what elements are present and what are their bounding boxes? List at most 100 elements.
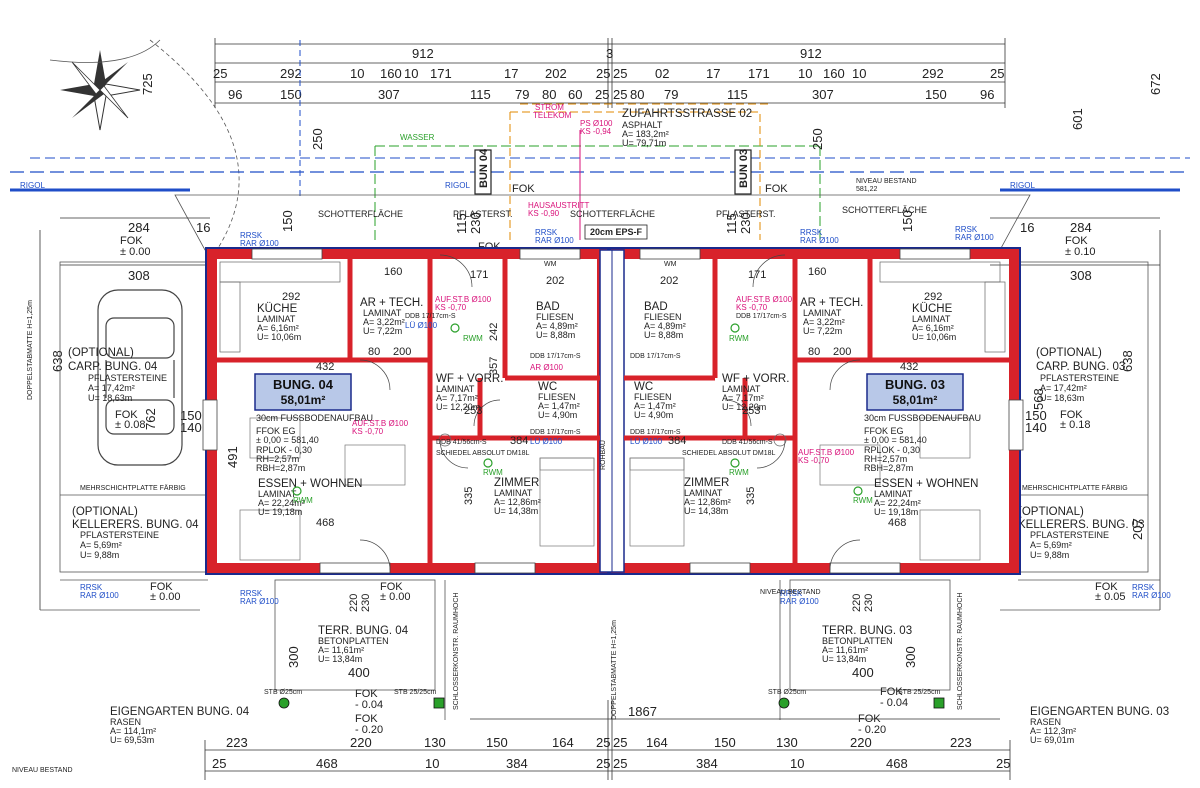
fok-b7-val: - 0.20 — [858, 724, 886, 736]
unit-03-badge: BUNG. 03 58,01m² — [866, 373, 964, 411]
dim-left-284: 284 — [128, 220, 150, 235]
utility-lines — [10, 40, 1190, 240]
rwm-1: RWM — [463, 334, 483, 343]
fok-top-right-val: ± 0.10 — [1065, 246, 1096, 258]
street-hausaustritt: HAUSAUSTRITT — [528, 201, 589, 210]
keller-03-floor: PFLASTERSTEINE — [1030, 530, 1109, 540]
room-wf-04-a: A= 7,17m² — [436, 393, 478, 403]
dim-171-r: 171 — [748, 269, 766, 281]
fok-carport-l: FOK — [115, 409, 138, 421]
room-bad-03-u: U= 8,88m — [644, 330, 683, 340]
badge-04-title: BUNG. 04 — [273, 377, 334, 392]
dim-292-l: 292 — [282, 291, 300, 303]
dim: 02 — [655, 66, 669, 81]
ks-3: KS -0,70 — [736, 303, 768, 312]
rbh-04: RBH=2,87m — [256, 463, 305, 473]
fok-b5-val: - 0.04 — [355, 699, 383, 711]
dim: 17 — [504, 66, 518, 81]
dim-right-140: 140 — [1025, 420, 1047, 435]
dim: 25 — [595, 87, 609, 102]
dim-center-115-l: 115 — [454, 213, 469, 234]
dim-right-207: 207 — [1130, 518, 1145, 540]
terr-04-u: U= 13,84m — [318, 654, 362, 664]
label-rigol-center: RIGOL — [445, 181, 470, 190]
dim-432-l: 432 — [316, 361, 334, 373]
dim: 25 — [596, 735, 610, 750]
stb-marker-3 — [778, 697, 790, 709]
dim-468-r: 468 — [888, 517, 906, 529]
carport-04-floor: PFLASTERSTEINE — [88, 373, 167, 383]
rar-b3: RAR Ø100 — [1132, 591, 1171, 600]
room-wc-04-a: A= 1,47m² — [538, 401, 580, 411]
stb-label-2: STB 25/25cm — [394, 689, 437, 696]
aufstb-1: AUF.ST.B Ø100 — [435, 295, 492, 304]
dim: 25 — [212, 756, 226, 771]
street-perimeter: U= 79,71m — [622, 138, 666, 148]
dim-160-l: 160 — [384, 266, 402, 278]
room-essen-03-u: U= 19,18m — [874, 507, 918, 517]
room-ar-03-u: U= 7,22m — [803, 326, 842, 336]
dim: 292 — [922, 66, 944, 81]
rwm-5: RWM — [293, 496, 313, 505]
label-schotter-center: SCHOTTERFLÄCHE — [570, 209, 655, 219]
dim-center-115-r: 115 — [724, 213, 739, 234]
ddb-8: DDB 41/56cm-S — [722, 439, 773, 446]
dim: 171 — [430, 66, 452, 81]
dim: 80 — [542, 87, 556, 102]
ffok-04: FFOK EG — [256, 426, 296, 436]
ffok-04-val: ± 0,00 = 581,40 — [256, 435, 319, 445]
room-bad-04-floor: FLIESEN — [536, 312, 574, 322]
room-kueche-04-floor: LAMINAT — [257, 314, 296, 324]
rar-top-c2: RAR Ø100 — [800, 236, 839, 245]
terr-04-name: TERR. BUNG. 04 — [318, 625, 409, 637]
interior-dims: 292 160 171 202 432 253 384 468 335 80 2… — [282, 266, 942, 529]
bun-04-marker: BUN 04 — [474, 148, 492, 195]
dim: 10 — [852, 66, 866, 81]
dim: 25 — [613, 87, 627, 102]
unit-04-badge: BUNG. 04 58,01m² — [254, 373, 352, 411]
stb-marker-4 — [933, 697, 945, 709]
ddb-6: DDB 17/17cm-S — [630, 353, 681, 360]
garten-03-u: U= 69,01m — [1030, 735, 1074, 745]
car-icon — [97, 289, 183, 466]
dim-left-725: 725 — [140, 73, 155, 95]
ddb-4: DDB 41/56cm-S — [436, 439, 487, 446]
dim: 96 — [228, 87, 242, 102]
keller-03-name: KELLERERS. BUNG. 03 — [1018, 519, 1145, 531]
terraces — [274, 579, 951, 720]
carport-04-area: A= 17,42m² — [88, 383, 135, 393]
ddb-5: DDB 17/17cm-S — [736, 313, 787, 320]
rwm-markers: RWM RWM RWM RWM RWM RWM — [292, 323, 873, 505]
schlosser-right: SCHLOSSERKONSTR. RAUMHOCH — [957, 593, 964, 710]
dim: 25 — [613, 735, 627, 750]
room-kueche-03-floor: LAMINAT — [912, 314, 951, 324]
room-zimmer-03-floor: LAMINAT — [684, 488, 723, 498]
fok-b1: FOK — [150, 581, 173, 593]
stb-label-4: STB 25/25cm — [898, 689, 941, 696]
dim: 17 — [706, 66, 720, 81]
dim-230-r: 230 — [863, 594, 875, 612]
room-essen-03: ESSEN + WOHNEN — [874, 478, 978, 490]
bun-03-marker: BUN 03 — [734, 149, 752, 195]
room-wf-04-u: U= 12,20m — [436, 402, 480, 412]
dim-80-r: 80 — [808, 346, 820, 358]
wm-2: WM — [664, 261, 677, 268]
room-wc-03: WC — [634, 381, 653, 393]
rplok-04: RPLOK - 0,30 — [256, 445, 312, 455]
room-ar-04-floor: LAMINAT — [363, 308, 402, 318]
top-dim-row2: 25 292 10 160 10 171 17 202 25 25 02 17 … — [213, 66, 1004, 81]
carport-03-perim: U= 18,63m — [1040, 393, 1084, 403]
dim-242-l: 242 — [488, 323, 500, 341]
keller-04-floor: PFLASTERSTEINE — [80, 530, 159, 540]
rwm-6: RWM — [853, 496, 873, 505]
room-zimmer-04-a: A= 12,86m² — [494, 497, 541, 507]
dim: 79 — [664, 87, 678, 102]
ks-4: KS -0,70 — [798, 456, 830, 465]
dim-160-r: 160 — [808, 266, 826, 278]
label-rigol-left: RIGOL — [20, 181, 45, 190]
dim-right-150: 150 — [1025, 408, 1047, 423]
dim: 468 — [886, 756, 908, 771]
dim-center-150-l: 150 — [280, 210, 295, 232]
dim-200-r: 200 — [833, 346, 851, 358]
dim-202-r: 202 — [660, 275, 678, 287]
